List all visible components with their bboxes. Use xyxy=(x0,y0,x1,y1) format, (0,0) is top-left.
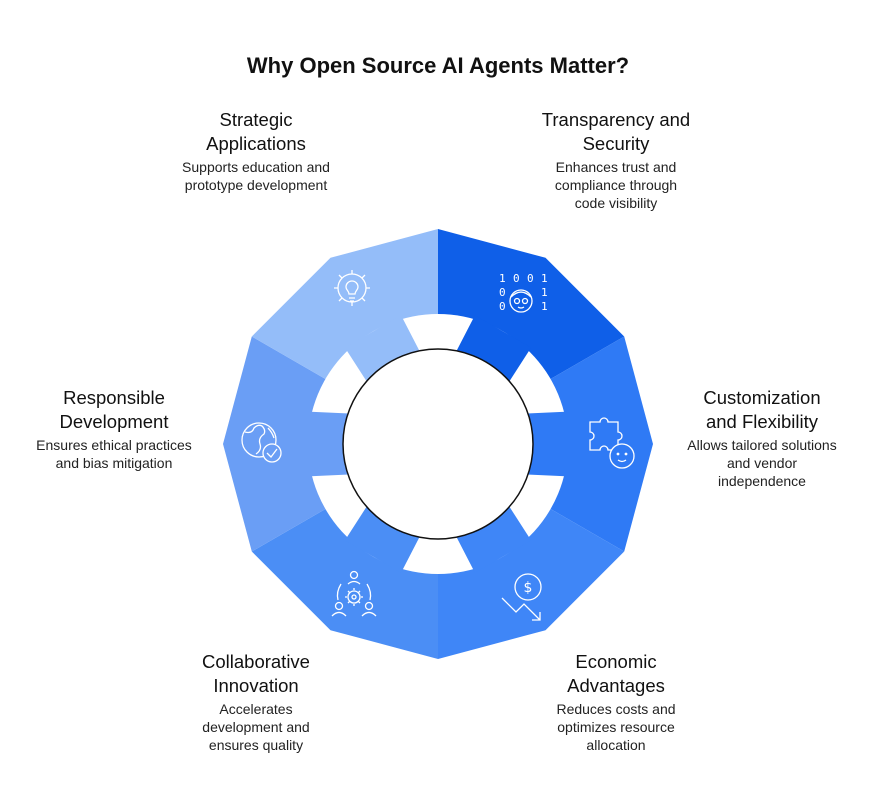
gear-bulb-icon xyxy=(334,270,370,306)
segment-heading: Economic Advantages xyxy=(567,651,665,696)
team-gear-icon xyxy=(331,570,377,617)
binary-digit: 0 xyxy=(499,300,506,313)
segment-description: Supports education and prototype develop… xyxy=(182,159,330,193)
segment-tab-transparency-security xyxy=(456,315,532,383)
label-responsible-development: Responsible Development Ensures ethical … xyxy=(16,386,212,472)
binary-digit: 0 xyxy=(527,272,534,285)
segment-tab-customization-flexibility xyxy=(526,411,569,477)
binary-digit: 0 xyxy=(513,272,520,285)
page-title: Why Open Source AI Agents Matter? xyxy=(246,53,630,78)
segment-heading: Collaborative Innovation xyxy=(202,651,310,696)
binary-digit: 1 xyxy=(499,272,506,285)
dollar-down-icon: $ xyxy=(501,573,542,621)
segment-heading: Customization and Flexibility xyxy=(703,387,821,432)
segment-description: Ensures ethical practices and bias mitig… xyxy=(36,437,192,471)
binary-digit: 1 xyxy=(541,272,548,285)
label-transparency-security: Transparency and Security Enhances trust… xyxy=(518,108,714,212)
label-strategic-applications: Strategic Applications Supports educatio… xyxy=(158,108,354,194)
label-economic-advantages: Economic Advantages Reduces costs and op… xyxy=(518,650,714,754)
segment-heading: Transparency and Security xyxy=(541,109,691,154)
label-customization-flexibility: Customization and Flexibility Allows tai… xyxy=(664,386,860,490)
segment-description: Accelerates development and ensures qual… xyxy=(202,701,310,753)
segment-tab-economic-advantages xyxy=(456,505,532,573)
dollar-glyph: $ xyxy=(524,580,533,596)
globe-check-icon xyxy=(241,422,282,463)
segment-heading: Responsible Development xyxy=(59,387,169,432)
segment-tab-collaborative-innovation xyxy=(344,505,420,573)
segment-tab-responsible-development xyxy=(307,411,350,477)
binary-digit: 1 xyxy=(541,286,548,299)
puzzle-face-icon xyxy=(589,417,635,469)
binary-digit: 0 xyxy=(499,286,506,299)
segment-description: Allows tailored solutions and vendor ind… xyxy=(687,437,837,489)
segment-description: Reduces costs and optimizes resource all… xyxy=(556,701,676,753)
segment-description: Enhances trust and compliance through co… xyxy=(554,159,678,211)
binary-digit: 1 xyxy=(541,300,548,313)
center-circle xyxy=(342,348,534,540)
segment-heading: Strategic Applications xyxy=(206,109,306,154)
segment-tab-strategic-applications xyxy=(344,315,420,383)
binary-face-icon: 1 0 0 1 0 1 0 1 xyxy=(499,272,548,313)
label-collaborative-innovation: Collaborative Innovation Accelerates dev… xyxy=(158,650,354,754)
